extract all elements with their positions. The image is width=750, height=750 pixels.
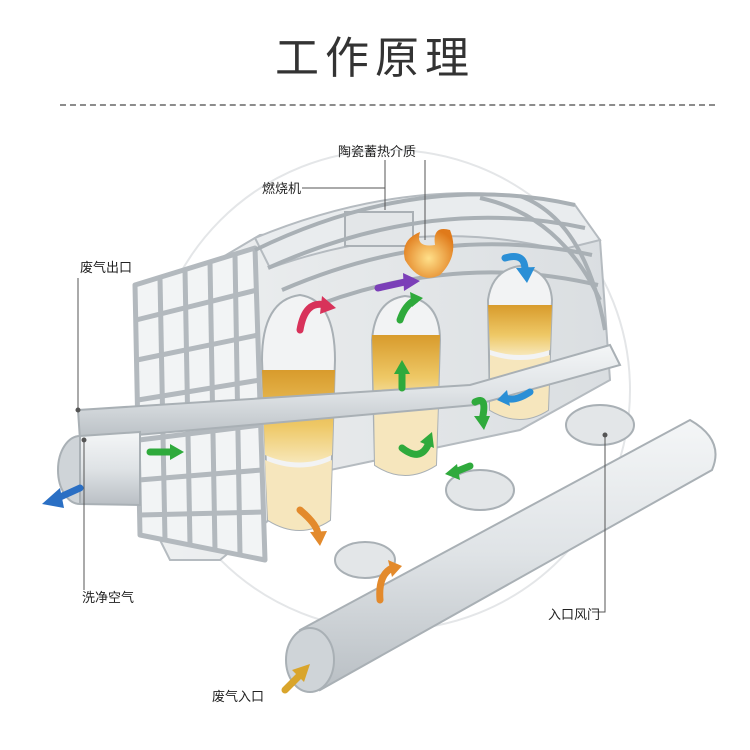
inlet-pipe xyxy=(285,404,717,693)
flow-arrow-icon xyxy=(281,671,304,694)
label-exhaust-inlet: 废气入口 xyxy=(212,690,265,705)
clean-air-duct xyxy=(57,343,622,507)
label-clean-air: 洗净空气 xyxy=(82,591,135,606)
label-ceramic-media: 陶瓷蓄热介质 xyxy=(338,145,417,160)
burner-box xyxy=(344,211,414,247)
flow-arrow-icon xyxy=(398,441,432,458)
flow-arrows xyxy=(42,253,535,694)
page-title: 工作原理 xyxy=(275,33,475,84)
flame-icon xyxy=(404,229,454,278)
flow-arrow-icon xyxy=(501,253,529,274)
label-burner: 燃烧机 xyxy=(262,182,302,197)
flow-arrow-icon xyxy=(374,278,409,292)
damper-valve-1 xyxy=(334,541,396,579)
damper-valve-3 xyxy=(565,404,635,446)
damper-valve-2 xyxy=(445,469,515,511)
leader-lines xyxy=(75,160,608,613)
divider xyxy=(60,104,715,106)
label-inlet-damper: 入口风门 xyxy=(548,608,601,623)
flow-arrow-icon xyxy=(376,564,396,604)
label-exhaust-outlet: 废气出口 xyxy=(80,261,133,276)
